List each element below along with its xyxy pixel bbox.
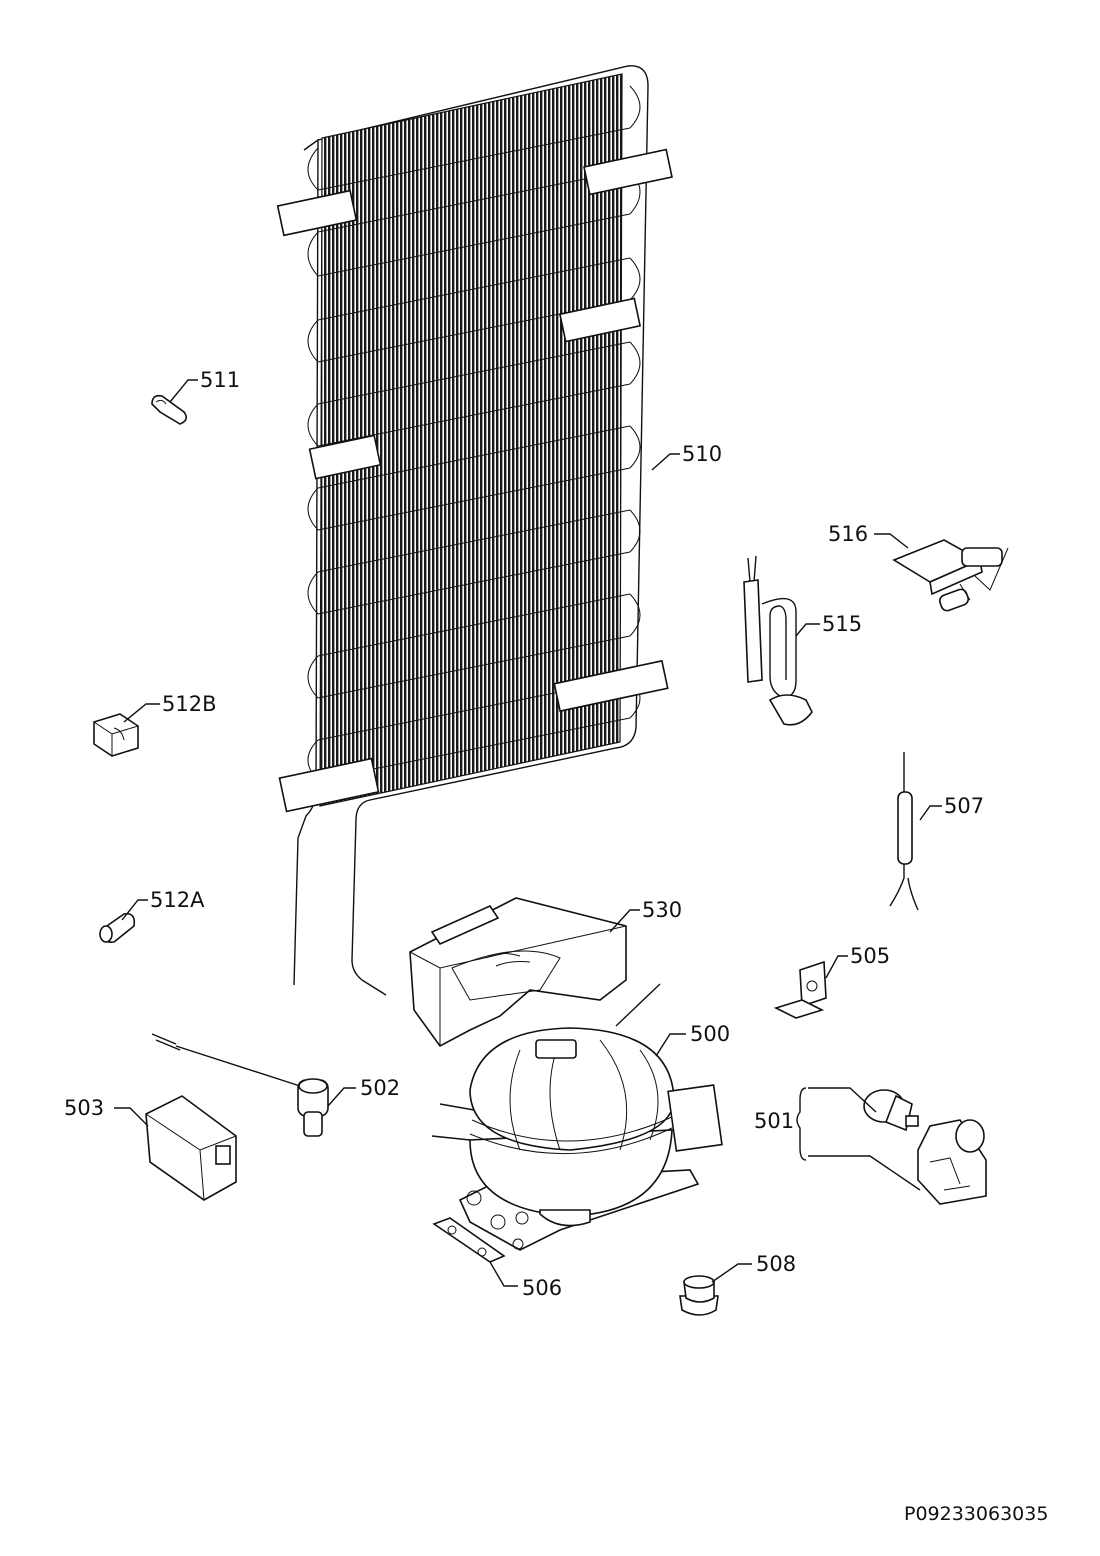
label-516: 516 [828,522,868,546]
filter-drier-507 [889,752,919,911]
relay-group-501 [796,1087,987,1205]
holder-512B [93,713,139,757]
drawing-code: P09233063035 [904,1503,1048,1525]
label-506: 506 [522,1276,562,1300]
label-500: 500 [690,1022,730,1046]
label-530: 530 [642,898,682,922]
box-503 [145,1095,237,1201]
label-511: 511 [200,368,240,392]
part-516 [892,539,1009,612]
heater-515 [743,555,813,726]
label-508: 508 [756,1252,796,1276]
condenser-510 [276,65,673,996]
grommet-508 [679,1275,719,1316]
label-510: 510 [682,442,722,466]
plate-506 [432,1217,506,1263]
label-515: 515 [822,612,862,636]
label-507: 507 [944,794,984,818]
bracket-505 [773,960,827,1019]
label-501: 501 [754,1109,794,1133]
part-labels: 511 510 516 515 512B 507 512A 530 505 50… [64,368,984,1300]
label-505: 505 [850,944,890,968]
label-512B: 512B [162,692,217,716]
label-512A: 512A [150,888,205,912]
label-502: 502 [360,1076,400,1100]
sleeve-512A [99,912,136,944]
label-503: 503 [64,1096,104,1120]
compressor-500 [431,983,723,1251]
sensor-502 [151,1033,329,1137]
drip-tray-530 [409,897,627,1048]
clip-511 [151,394,188,425]
leader-lines [114,379,942,1287]
